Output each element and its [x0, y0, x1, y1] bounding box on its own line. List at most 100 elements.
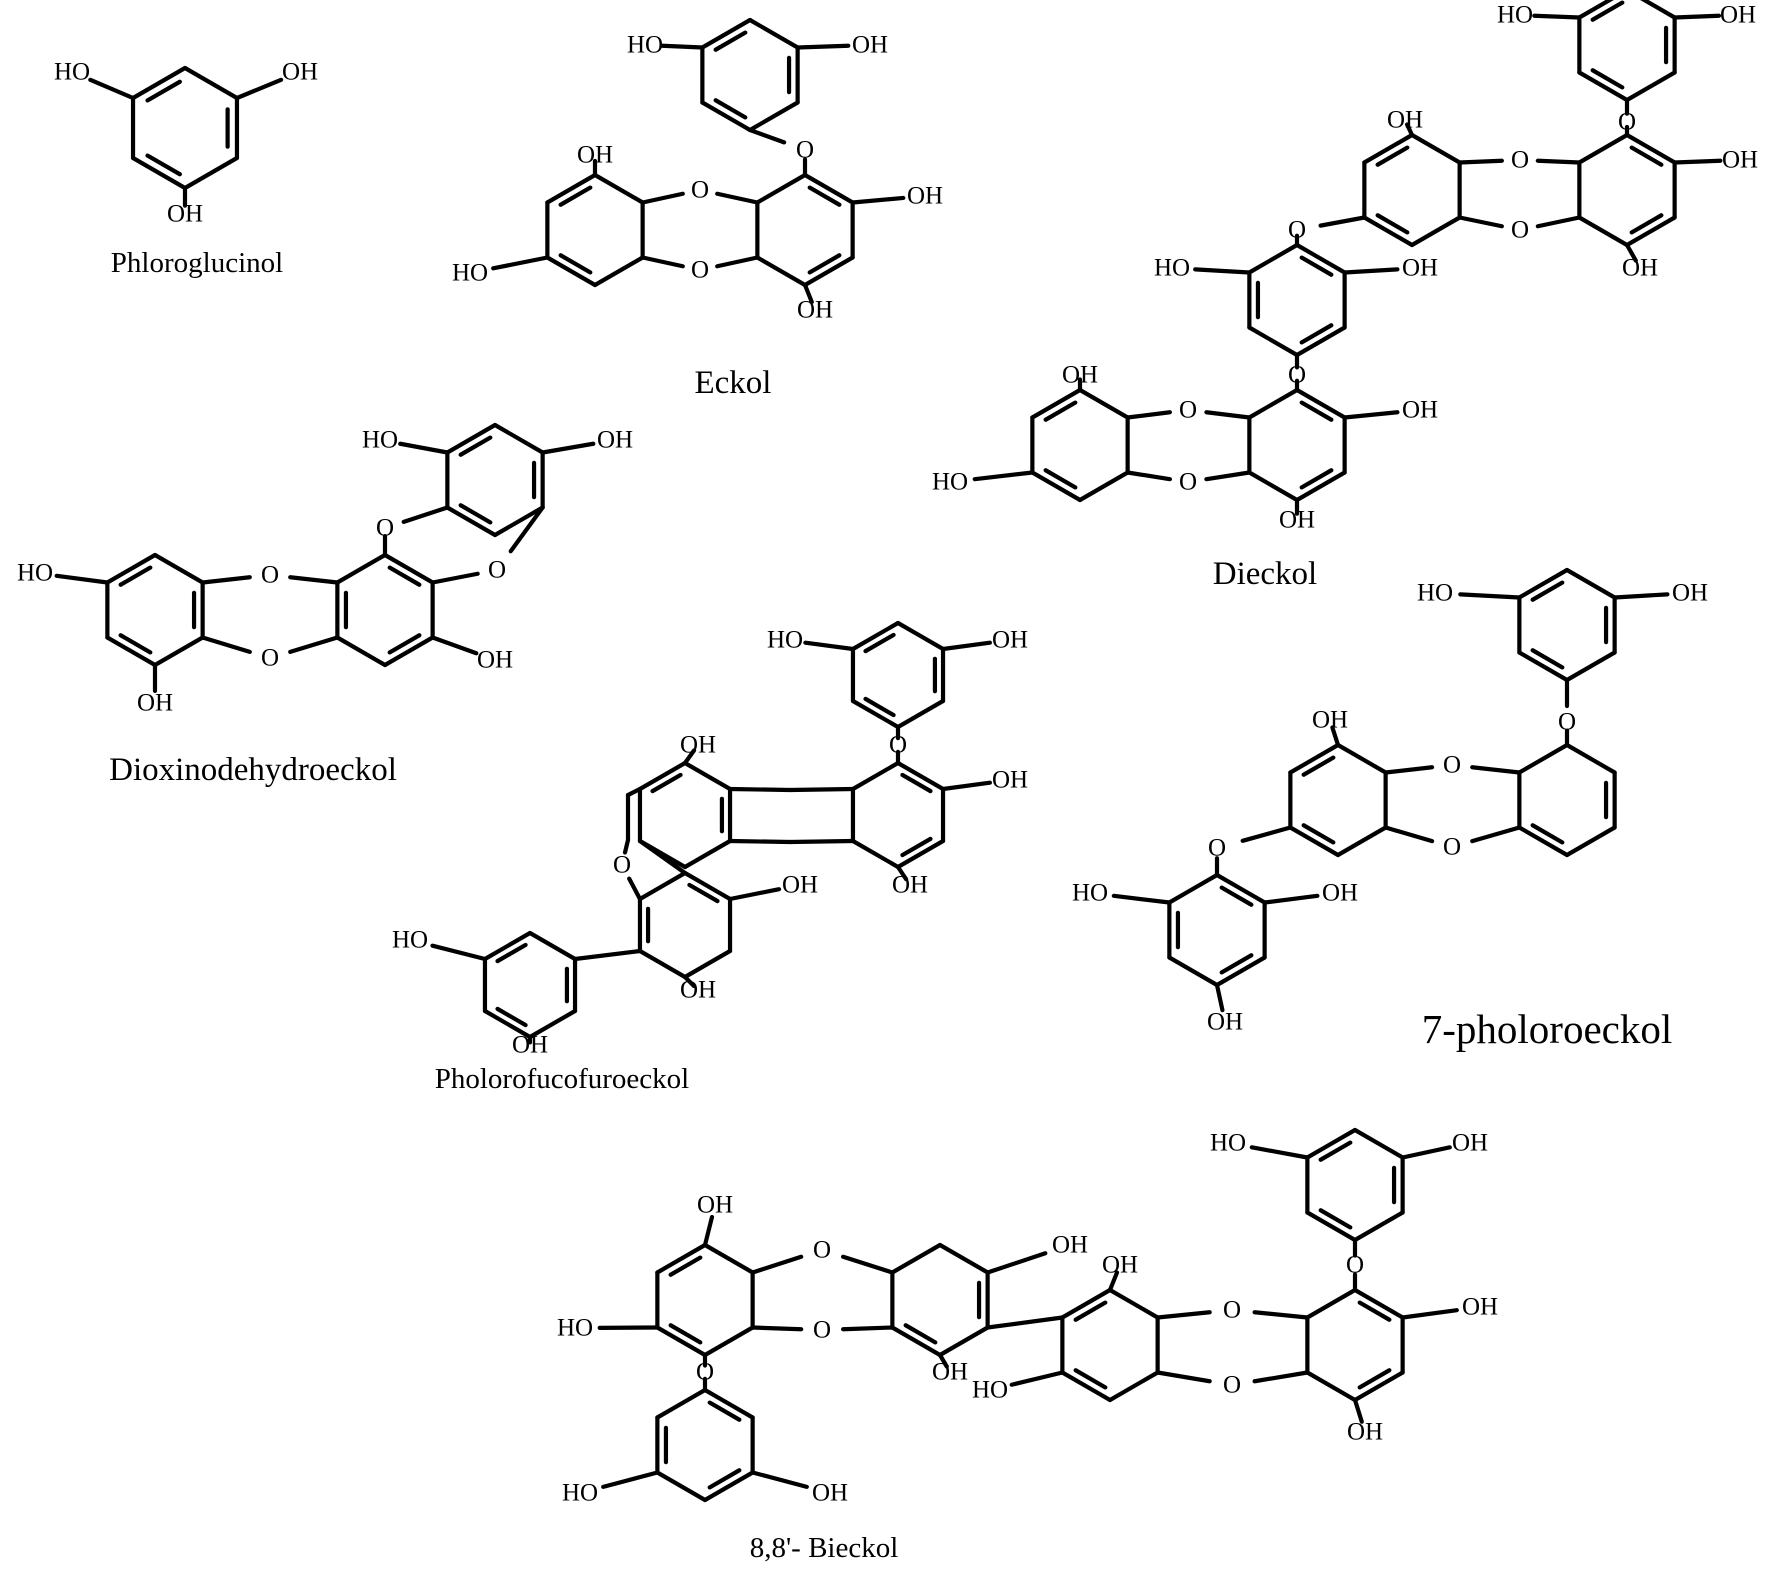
ring-bond	[1338, 828, 1386, 856]
oxygen-label: O	[261, 645, 279, 672]
bond	[1158, 1312, 1210, 1317]
hydroxyl-label: HO	[562, 1480, 598, 1507]
bond	[1128, 473, 1170, 480]
oxygen-label: O	[1223, 1372, 1241, 1399]
oxygen-label: O	[691, 257, 709, 284]
hydroxyl-label: OH	[597, 427, 633, 454]
substituent-bond	[400, 444, 447, 453]
ring-bond	[1169, 958, 1217, 986]
ring-bond	[750, 103, 798, 131]
bond	[1386, 767, 1432, 772]
substituent-bond	[975, 473, 1033, 480]
hydroxyl-label: OH	[697, 1192, 733, 1219]
substituent-bond	[753, 1473, 807, 1487]
bond	[753, 1257, 802, 1273]
hydroxyl-label: OH	[782, 872, 818, 899]
hydroxyl-label: OH	[282, 59, 318, 86]
bond	[433, 574, 478, 583]
substituent-bond	[543, 444, 594, 453]
hydroxyl-label: HO	[1210, 1130, 1246, 1157]
hydroxyl-label: HO	[17, 560, 53, 587]
substituent-bond	[988, 1253, 1046, 1272]
compound-name-dioxinodehydroeckol: Dioxinodehydroeckol	[109, 752, 397, 788]
ring-bond	[1307, 1373, 1355, 1401]
substituent-bond	[1615, 594, 1668, 597]
bond	[1472, 767, 1519, 772]
compound-name-layer: Phloroglucinol Eckol Dieckol Dioxinodehy…	[109, 247, 1672, 1564]
substituent-bond	[237, 80, 281, 98]
ring-bond	[495, 425, 543, 453]
substituent-bond	[1403, 1147, 1450, 1157]
substituent-bond	[1534, 16, 1579, 18]
ring-bond	[1355, 1213, 1403, 1241]
bond	[750, 130, 784, 142]
ring-bond	[1249, 390, 1297, 418]
ring-bond	[657, 1390, 705, 1418]
bond	[1538, 161, 1580, 163]
ring-bond	[853, 841, 898, 867]
hydroxyl-label: OH	[1279, 507, 1315, 534]
substituent-bond	[493, 258, 547, 269]
ring-bond	[530, 933, 575, 959]
hydroxyl-label: OH	[1722, 147, 1758, 174]
oxygen-label: O	[691, 177, 709, 204]
ring-bond	[1627, 73, 1675, 101]
ring-bond	[940, 1245, 988, 1273]
substituent-bond	[943, 643, 990, 649]
ring-bond	[1567, 653, 1615, 681]
ring-bond	[640, 873, 685, 899]
oxygen-label: O	[696, 1359, 714, 1386]
hydroxyl-label: OH	[797, 297, 833, 324]
hydroxyl-label: OH	[680, 977, 716, 1004]
bond	[843, 1328, 892, 1330]
hydroxyl-label: HO	[557, 1315, 593, 1342]
ring-bond	[640, 951, 685, 977]
hydroxyl-label: OH	[1312, 707, 1348, 734]
compound-name-8-8-bieckol: 8,8'- Bieckol	[750, 1532, 899, 1564]
ring-bond	[1110, 1373, 1158, 1401]
substituent-bond	[1460, 594, 1519, 597]
hydroxyl-label: HO	[54, 59, 90, 86]
hydroxyl-label: HO	[627, 32, 663, 59]
bond	[203, 638, 250, 652]
bond	[290, 577, 337, 582]
oxygen-label: O	[796, 137, 814, 164]
ring-bond	[495, 508, 543, 536]
hydroxyl-label: HO	[1417, 580, 1453, 607]
substituent-bond	[432, 946, 484, 959]
oxygen-label: O	[813, 1237, 831, 1264]
bond	[790, 841, 853, 842]
bond	[717, 258, 757, 267]
ring-bond	[155, 555, 203, 583]
oxygen-label: O	[889, 732, 907, 759]
oxygen-label: O	[1288, 362, 1306, 389]
substituent-bond	[853, 198, 904, 203]
ring-bond	[685, 841, 730, 867]
hydroxyl-label: HO	[1497, 2, 1533, 29]
bond	[988, 1318, 1063, 1328]
bond	[629, 879, 640, 899]
substituent-bond	[1403, 1310, 1457, 1317]
hydroxyl-label: OH	[1402, 255, 1438, 282]
hydroxyl-label: OH	[992, 767, 1028, 794]
oxygen-label: O	[613, 852, 631, 879]
hydroxyl-label: OH	[167, 201, 203, 228]
ring-bond	[1355, 1130, 1403, 1158]
ring-bond	[1579, 135, 1627, 163]
hydroxyl-label: HO	[362, 427, 398, 454]
ring-bond	[757, 258, 805, 286]
oxygen-label: O	[1558, 709, 1576, 736]
substituent-bond	[705, 1217, 712, 1245]
bond	[643, 194, 683, 203]
ring-bond	[1567, 828, 1615, 856]
ring-bond	[657, 1473, 705, 1501]
substituent-bond	[1675, 16, 1719, 18]
bond	[1255, 1312, 1308, 1317]
ring-bond	[940, 1328, 988, 1356]
hydroxyl-label: HO	[1154, 255, 1190, 282]
ring-bond	[1567, 745, 1615, 773]
substituent-bond	[433, 638, 477, 654]
hydroxyl-label: OH	[1062, 362, 1098, 389]
hydroxyl-label: OH	[1402, 397, 1438, 424]
